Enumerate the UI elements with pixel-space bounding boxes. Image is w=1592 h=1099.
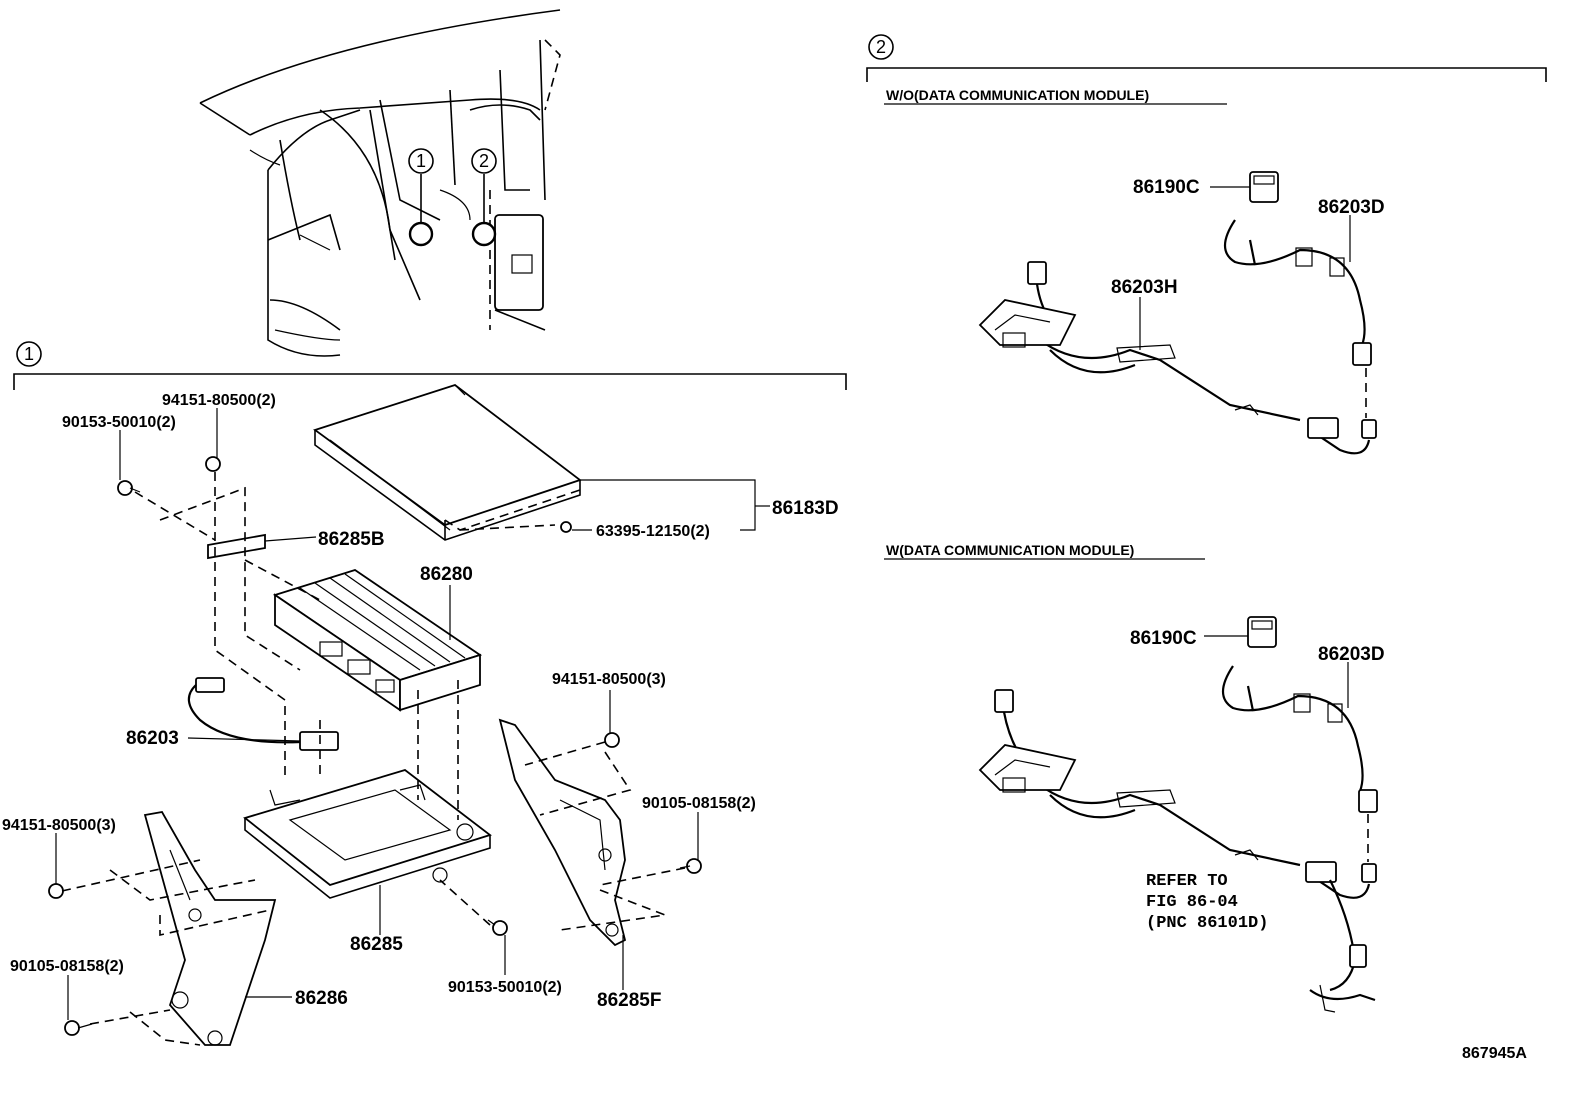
section-1: 1: [2, 341, 847, 1046]
label-94151-left: 94151-80500(3): [2, 817, 116, 834]
label-90105-left: 90105-08158(2): [10, 958, 124, 975]
label-86203: 86203: [126, 728, 179, 749]
section-1-bracket: [13, 373, 847, 390]
label-90153-bottom: 90153-50010(2): [448, 979, 562, 996]
cable-86203-drawing: [187, 677, 339, 751]
label-w-86190C: 86190C: [1130, 628, 1197, 649]
cover-86183D-drawing: [313, 383, 582, 541]
label-94151-top: 94151-80500(2): [162, 392, 276, 409]
leader-lines-section-1: [55, 408, 770, 1020]
illustration-id: 867945A: [1462, 1045, 1527, 1062]
locator-marker-1-label: 1: [416, 151, 426, 171]
label-86286: 86286: [295, 988, 348, 1009]
locator-marker-2[interactable]: 2: [471, 148, 497, 174]
label-90153-top: 90153-50010(2): [62, 414, 176, 431]
label-w-86203D: 86203D: [1318, 644, 1385, 665]
locator-marker-1[interactable]: 1: [408, 148, 434, 174]
amplifier-86280-drawing: [272, 569, 483, 712]
label-86183D: 86183D: [772, 498, 839, 519]
section-2-bracket: [866, 67, 1547, 82]
label-wo-86190C: 86190C: [1133, 177, 1200, 198]
label-wo-86203D: 86203D: [1318, 197, 1385, 218]
harness-wo-drawing: [978, 171, 1377, 455]
refer-note-line-1: REFER TO: [1146, 872, 1228, 891]
variant-without-dcm: W/O(DATA COMMUNICATION MODULE): [884, 87, 1385, 455]
dashboard-locator-view: 1 2: [199, 9, 561, 357]
harness-w-drawing: [978, 616, 1378, 1013]
variant-with-dcm-title: W(DATA COMMUNICATION MODULE): [886, 542, 1134, 558]
label-94151-right: 94151-80500(3): [552, 671, 666, 688]
label-63395: 63395-12150(2): [596, 523, 710, 540]
label-86285: 86285: [350, 934, 403, 955]
refer-note-line-3: (PNC 86101D): [1146, 914, 1268, 933]
label-86285F: 86285F: [597, 990, 661, 1011]
refer-note: REFER TO FIG 86-04 (PNC 86101D): [1146, 872, 1268, 933]
bracket-86285-drawing: [243, 769, 492, 899]
bracket-86286-drawing: [143, 811, 277, 1046]
label-86280: 86280: [420, 564, 473, 585]
section-1-marker: 1: [24, 344, 34, 364]
fastener-drawings: [48, 456, 702, 1036]
variant-with-dcm: W(DATA COMMUNICATION MODULE): [884, 542, 1385, 1013]
label-90105-right: 90105-08158(2): [642, 795, 756, 812]
refer-note-line-2: FIG 86-04: [1146, 893, 1238, 912]
section-2: 2 W/O(DATA COMMUNICATION MODULE): [866, 34, 1547, 1013]
section-2-marker: 2: [876, 37, 886, 57]
label-wo-86203H: 86203H: [1111, 277, 1178, 298]
label-86285B: 86285B: [318, 529, 385, 550]
bracket-86285F-drawing: [498, 718, 627, 947]
assembly-dashed-lines: [61, 472, 686, 1046]
variant-without-dcm-title: W/O(DATA COMMUNICATION MODULE): [886, 87, 1149, 103]
locator-marker-2-label: 2: [479, 151, 489, 171]
